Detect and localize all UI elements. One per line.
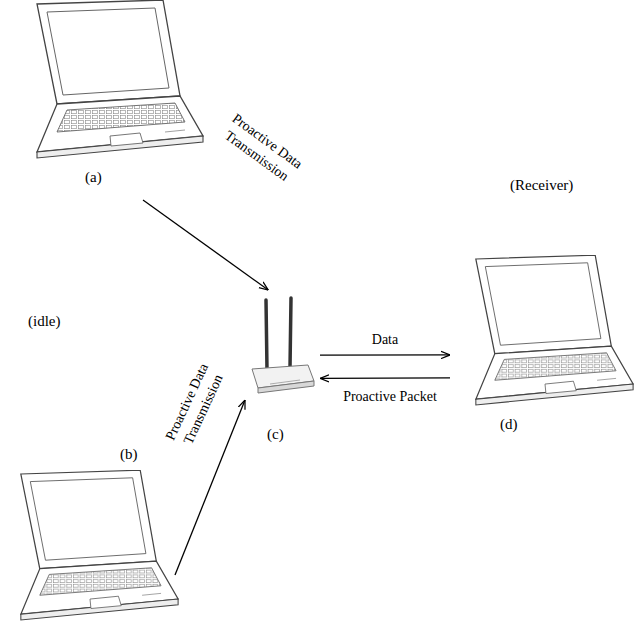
arrow-connector [320, 354, 450, 355]
arrow-connector [320, 377, 450, 379]
device-node: (c) [245, 290, 320, 445]
arrow-connector [143, 200, 268, 290]
device-label: (Receiver) [510, 176, 573, 194]
device-label: (b) [120, 445, 138, 463]
device-node: (Receiver) (d) [450, 170, 635, 440]
router-icon [252, 298, 314, 393]
device-node: (a) [10, 0, 200, 200]
device-node: (idle) (b) [0, 300, 175, 625]
edge-label: Data [372, 331, 398, 349]
edge-label: Proactive Data Transmission [211, 104, 312, 191]
device-label: (idle) [28, 312, 60, 330]
device-label: (c) [267, 425, 284, 443]
edge-label: Proactive Data Transmission [158, 352, 232, 457]
device-label: (d) [500, 415, 518, 433]
laptop-icon [476, 255, 633, 405]
laptop-icon [37, 0, 203, 158]
device-label: (a) [85, 168, 102, 186]
edge-label: Proactive Packet [343, 388, 437, 406]
laptop-icon [21, 470, 178, 620]
